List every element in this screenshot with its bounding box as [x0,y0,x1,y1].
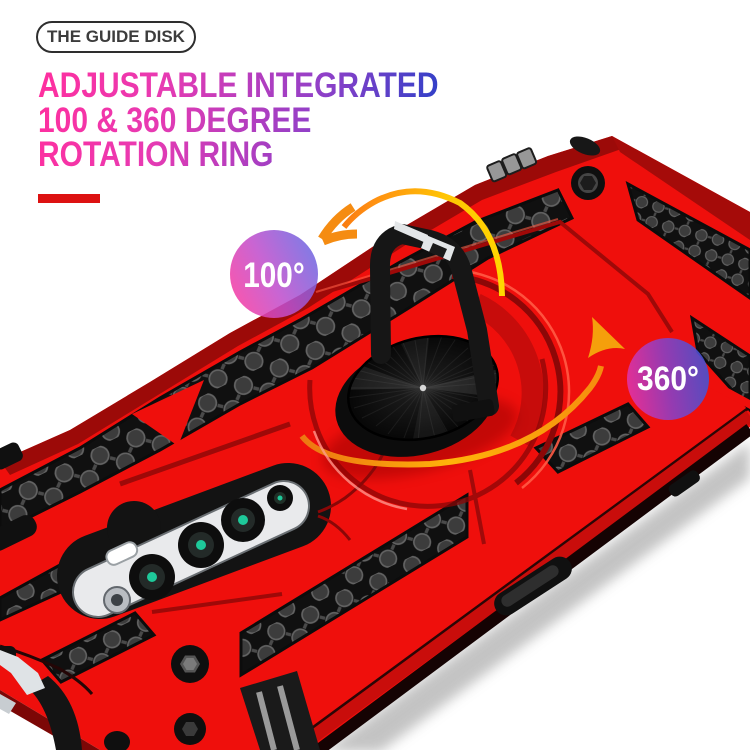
svg-text:100°: 100° [243,256,305,295]
svg-text:360°: 360° [637,359,699,397]
